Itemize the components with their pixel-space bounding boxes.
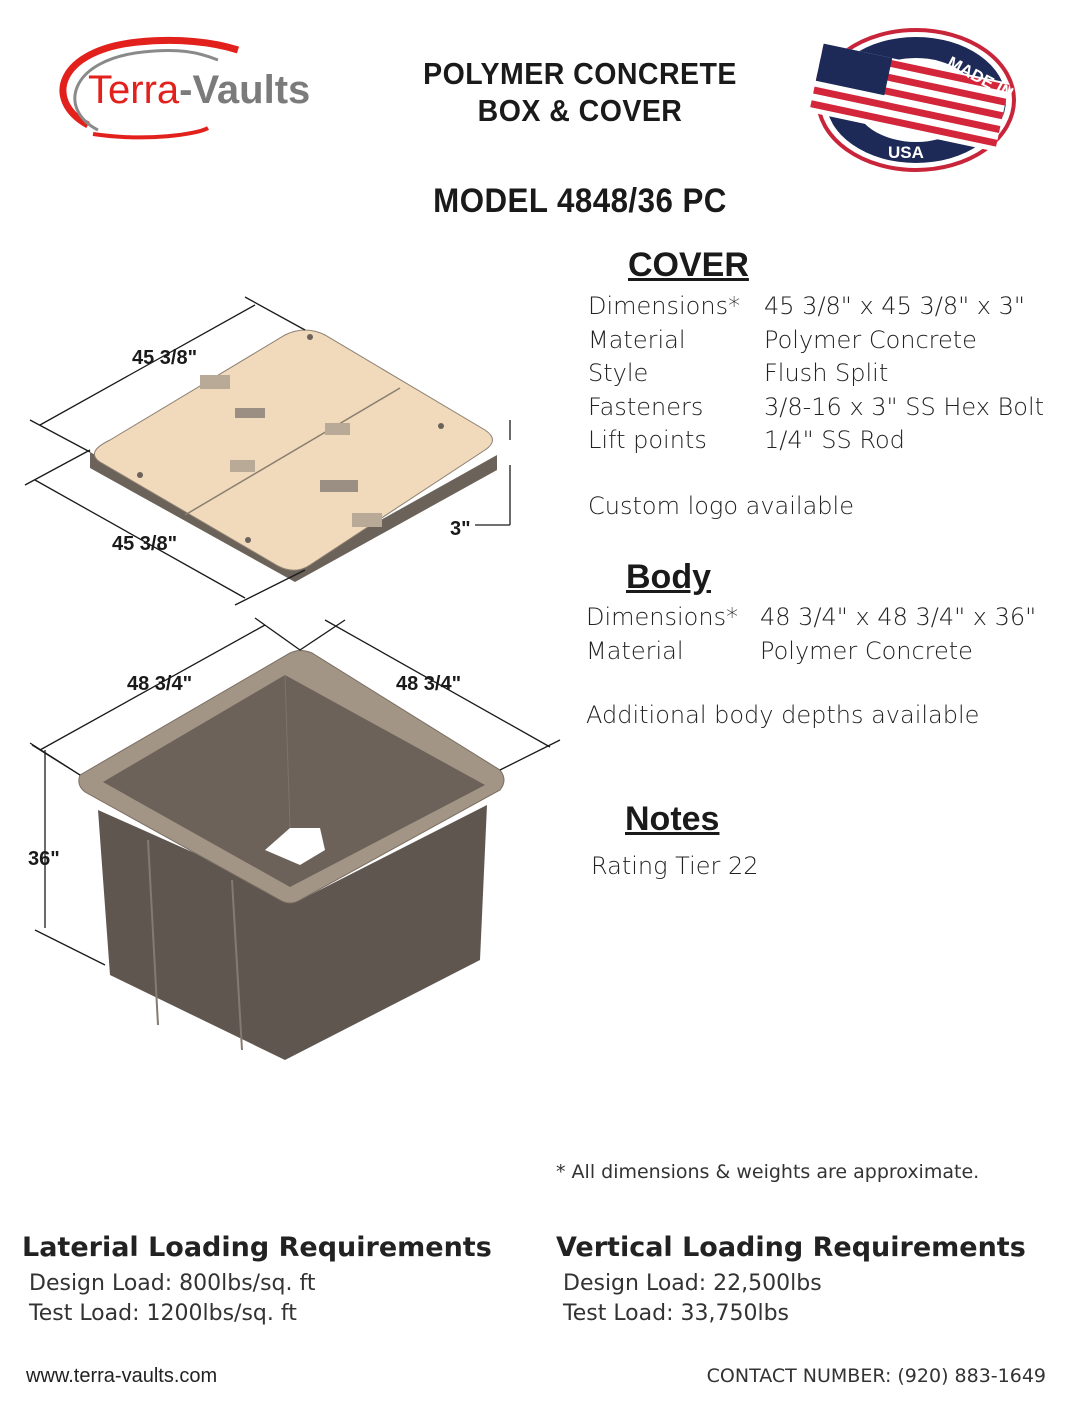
logo-text-terra: Terra: [88, 68, 180, 112]
spec-row: Material Polymer Concrete: [588, 324, 1044, 358]
product-drawing: 45 3/8" 45 3/8" 3" 48 3/4" 48 3/4" 36": [24, 296, 561, 1060]
spec-label: Dimensions*: [588, 292, 741, 320]
model-number: MODEL 4848/36 PC: [433, 182, 727, 220]
spec-label: Material: [586, 636, 684, 665]
body-specs: Dimensions* 48 3/4" x 48 3/4" x 36" Mater…: [586, 601, 1036, 668]
disclaimer: * All dimensions & weights are approxima…: [556, 1161, 980, 1183]
spec-row: Lift points 1/4" SS Rod: [588, 424, 1044, 458]
body-length-label: 48 3/4": [396, 673, 461, 695]
spec-value: 48 3/4" x 48 3/4" x 36": [760, 603, 1037, 631]
cover-length-label: 45 3/8": [112, 533, 177, 555]
spec-row: Dimensions* 45 3/8" x 45 3/8" x 3": [588, 290, 1044, 324]
spec-value: 3/8-16 x 3" SS Hex Bolt: [764, 392, 1045, 421]
vertical-heading: Vertical Loading Requirements: [556, 1232, 1026, 1263]
logo-swoosh-icon: [59, 36, 240, 140]
spec-value: 1/4" SS Rod: [764, 426, 905, 454]
cover-heading: COVER: [628, 246, 749, 284]
cover-specs: Dimensions* 45 3/8" x 45 3/8" x 3" Materi…: [588, 290, 1044, 458]
lateral-test-load: Test Load: 1200lbs/sq. ft: [29, 1301, 297, 1326]
dimension-lines: [24, 296, 561, 966]
cover-note: Custom logo available: [588, 492, 854, 520]
badge-bottom-text: USA: [888, 143, 924, 162]
cover-drawing: [90, 329, 497, 582]
spec-value: Flush Split: [764, 359, 889, 387]
spec-label: Style: [588, 359, 649, 387]
spec-row: Fasteners 3/8-16 x 3" SS Hex Bolt: [588, 391, 1044, 425]
notes-heading: Notes: [625, 800, 720, 838]
contact-number: CONTACT NUMBER: (920) 883-1649: [706, 1365, 1046, 1387]
spec-value: Polymer Concrete: [764, 325, 977, 354]
vertical-test-load: Test Load: 33,750lbs: [563, 1301, 790, 1326]
usa-flag-icon: MADE IN USA: [809, 28, 1016, 172]
cover-height-label: 3": [450, 518, 471, 540]
lateral-design-load: Design Load: 800lbs/sq. ft: [29, 1271, 316, 1296]
body-heading: Body: [626, 558, 711, 596]
body-note: Additional body depths available: [586, 701, 980, 729]
spec-label: Lift points: [588, 426, 707, 454]
spec-label: Dimensions*: [586, 603, 739, 631]
vertical-design-load: Design Load: 22,500lbs: [563, 1271, 822, 1296]
doc-title-line2: BOX & COVER: [477, 93, 683, 128]
body-drawing: [78, 650, 505, 1060]
website-link[interactable]: www.terra-vaults.com: [26, 1365, 218, 1387]
doc-title-line1: POLYMER CONCRETE: [423, 56, 737, 91]
terra-vaults-logo: Terra-Vaults: [48, 30, 378, 140]
body-width-label: 48 3/4": [127, 673, 192, 695]
spec-label: Material: [588, 325, 686, 354]
body-depth-label: 36": [28, 848, 60, 870]
spec-label: Fasteners: [588, 392, 704, 421]
made-in-usa-badge: MADE IN USA: [806, 26, 1018, 174]
spec-row: Dimensions* 48 3/4" x 48 3/4" x 36": [586, 601, 1036, 635]
notes-text: Rating Tier 22: [591, 852, 759, 880]
spec-row: Material Polymer Concrete: [586, 635, 1036, 669]
spec-value: 45 3/8" x 45 3/8" x 3": [764, 292, 1025, 320]
spec-row: Style Flush Split: [588, 357, 1044, 391]
lateral-heading: Laterial Loading Requirements: [22, 1232, 492, 1263]
logo-text-vaults: -Vaults: [179, 68, 311, 112]
cover-width-label: 45 3/8": [132, 347, 197, 369]
spec-value: Polymer Concrete: [760, 636, 973, 665]
